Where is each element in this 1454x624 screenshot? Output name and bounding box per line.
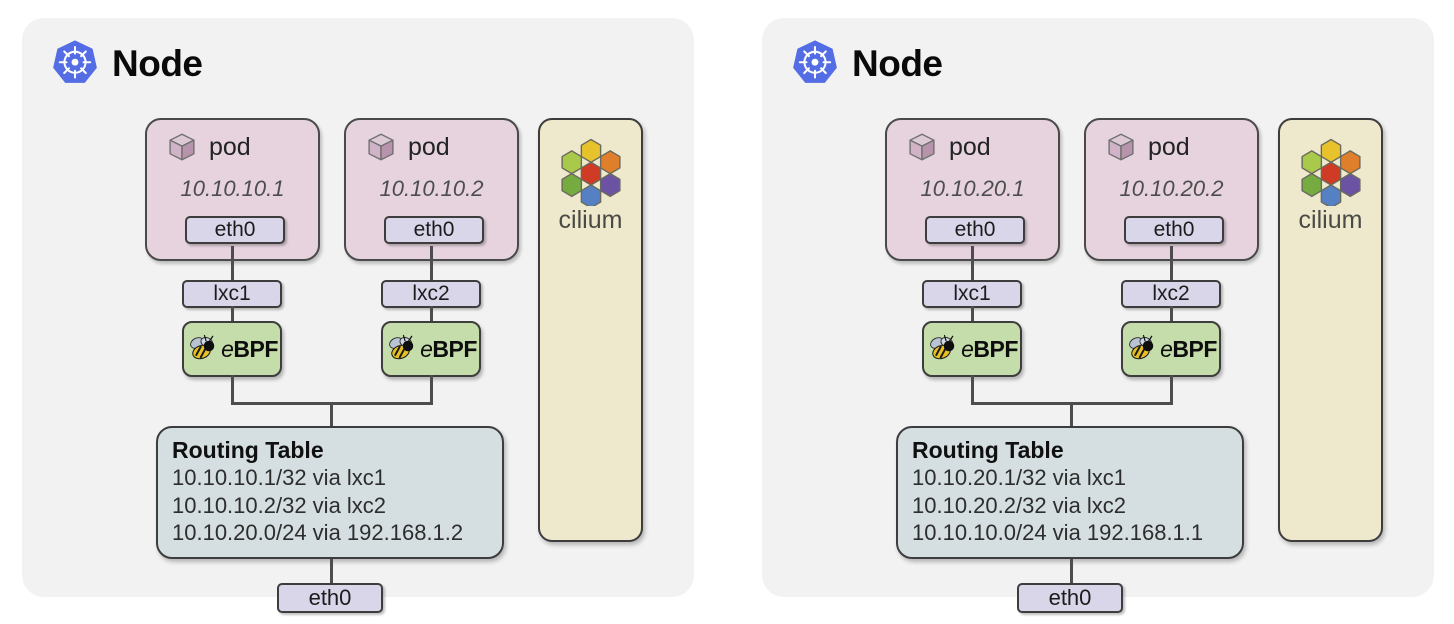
connector-eth0-lxc2 bbox=[1170, 246, 1173, 288]
routing-row: 10.10.10.1/32 via lxc1 bbox=[172, 465, 387, 491]
ebpf-e: e bbox=[1160, 335, 1173, 362]
routing-row: 10.10.10.2/32 via lxc2 bbox=[172, 492, 387, 518]
cilium-label: cilium bbox=[558, 206, 623, 234]
connector-ebpf1-bus bbox=[231, 375, 234, 402]
routing-table-box: Routing Table 10.10.10.1/32 via lxc1 10.… bbox=[156, 426, 504, 559]
pod-eth0-chip[interactable]: eth0 bbox=[384, 216, 484, 244]
cilium-panel: cilium bbox=[1278, 118, 1383, 542]
ebpf-e: e bbox=[420, 335, 433, 362]
lxc1-chip[interactable]: lxc1 bbox=[182, 280, 282, 308]
pod-eth0-chip[interactable]: eth0 bbox=[925, 216, 1025, 244]
connector-lxc2-ebpf bbox=[1170, 306, 1173, 328]
connector-ebpf2-bus bbox=[430, 375, 433, 402]
pod-cube-icon bbox=[169, 133, 195, 161]
node-panel-right: Node pod 10.10.20.1 eth0 po bbox=[762, 18, 1434, 597]
pod-box: pod 10.10.10.1 eth0 bbox=[145, 118, 320, 261]
lxc2-chip[interactable]: lxc2 bbox=[381, 280, 481, 308]
pod-eth0-chip[interactable]: eth0 bbox=[185, 216, 285, 244]
connector-ebpf2-bus bbox=[1170, 375, 1173, 402]
lxc1-chip[interactable]: lxc1 bbox=[922, 280, 1022, 308]
ebpf-label: eBPF bbox=[1160, 335, 1217, 362]
cilium-hexagons-icon bbox=[560, 138, 621, 206]
connector-eth0-lxc2 bbox=[430, 246, 433, 288]
node-eth0-chip[interactable]: eth0 bbox=[277, 583, 383, 613]
ebpf-e: e bbox=[961, 335, 974, 362]
routing-row: 10.10.20.0/24 via 192.168.1.2 bbox=[172, 520, 464, 546]
pod-box: pod 10.10.20.1 eth0 bbox=[885, 118, 1060, 261]
ebpf-label: eBPF bbox=[221, 335, 278, 362]
connector-eth0-lxc1 bbox=[231, 246, 234, 288]
pod-header: pod bbox=[364, 130, 450, 164]
connector-routing-eth0 bbox=[1070, 559, 1073, 597]
pod-header: pod bbox=[905, 130, 991, 164]
ebpf-bpf: BPF bbox=[233, 335, 278, 362]
ebpf-bee-icon bbox=[190, 334, 215, 360]
node-panel-left: Node pod 10.10.10.1 eth0 bbox=[22, 18, 694, 597]
pod-eth0-chip[interactable]: eth0 bbox=[1124, 216, 1224, 244]
node-eth0-chip[interactable]: eth0 bbox=[1017, 583, 1123, 613]
ebpf-bee-icon bbox=[389, 334, 414, 360]
cilium-hexagons-icon bbox=[1300, 138, 1361, 206]
connector-bus-routing bbox=[1070, 402, 1073, 428]
pod-label: pod bbox=[209, 132, 251, 161]
ebpf-box: eBPF bbox=[922, 321, 1022, 377]
ebpf-label: eBPF bbox=[961, 335, 1018, 362]
routing-row: 10.10.20.1/32 via lxc1 bbox=[912, 465, 1127, 491]
connector-bus-routing bbox=[330, 402, 333, 428]
ebpf-bpf: BPF bbox=[1172, 335, 1217, 362]
ebpf-bee-icon bbox=[930, 334, 955, 360]
node-title: Node bbox=[112, 42, 203, 84]
ebpf-e: e bbox=[221, 335, 234, 362]
routing-table-box: Routing Table 10.10.20.1/32 via lxc1 10.… bbox=[896, 426, 1244, 559]
connector-lxc1-ebpf bbox=[231, 306, 234, 328]
pod-label: pod bbox=[408, 132, 450, 161]
connector-lxc2-ebpf bbox=[430, 306, 433, 328]
node-header-left: Node bbox=[50, 38, 203, 88]
ebpf-box: eBPF bbox=[381, 321, 481, 377]
cilium-label: cilium bbox=[1298, 206, 1363, 234]
kubernetes-helm-icon bbox=[793, 40, 837, 83]
ebpf-bpf: BPF bbox=[973, 335, 1018, 362]
connector-lxc1-ebpf bbox=[971, 306, 974, 328]
pod-header: pod bbox=[1104, 130, 1190, 164]
routing-table-title: Routing Table bbox=[172, 437, 324, 463]
pod-ip: 10.10.10.2 bbox=[379, 176, 484, 201]
routing-row: 10.10.10.0/24 via 192.168.1.1 bbox=[912, 520, 1204, 546]
pod-ip: 10.10.10.1 bbox=[180, 176, 285, 201]
pod-box: pod 10.10.10.2 eth0 bbox=[344, 118, 519, 261]
ebpf-bee-icon bbox=[1129, 334, 1154, 360]
cilium-panel: cilium bbox=[538, 118, 643, 542]
pod-label: pod bbox=[1148, 132, 1190, 161]
routing-row: 10.10.20.2/32 via lxc2 bbox=[912, 492, 1127, 518]
pod-label: pod bbox=[949, 132, 991, 161]
ebpf-box: eBPF bbox=[1121, 321, 1221, 377]
pod-cube-icon bbox=[368, 133, 394, 161]
node-title: Node bbox=[852, 42, 943, 84]
ebpf-label: eBPF bbox=[420, 335, 477, 362]
pod-header: pod bbox=[165, 130, 251, 164]
connector-routing-eth0 bbox=[330, 559, 333, 597]
lxc2-chip[interactable]: lxc2 bbox=[1121, 280, 1221, 308]
pod-ip: 10.10.20.1 bbox=[920, 176, 1025, 201]
node-header-right: Node bbox=[790, 38, 943, 88]
pod-box: pod 10.10.20.2 eth0 bbox=[1084, 118, 1259, 261]
pod-cube-icon bbox=[909, 133, 935, 161]
ebpf-bpf: BPF bbox=[432, 335, 477, 362]
routing-table-title: Routing Table bbox=[912, 437, 1064, 463]
connector-eth0-lxc1 bbox=[971, 246, 974, 288]
ebpf-box: eBPF bbox=[182, 321, 282, 377]
pod-cube-icon bbox=[1108, 133, 1134, 161]
pod-ip: 10.10.20.2 bbox=[1119, 176, 1224, 201]
kubernetes-helm-icon bbox=[53, 40, 97, 83]
connector-ebpf1-bus bbox=[971, 375, 974, 402]
